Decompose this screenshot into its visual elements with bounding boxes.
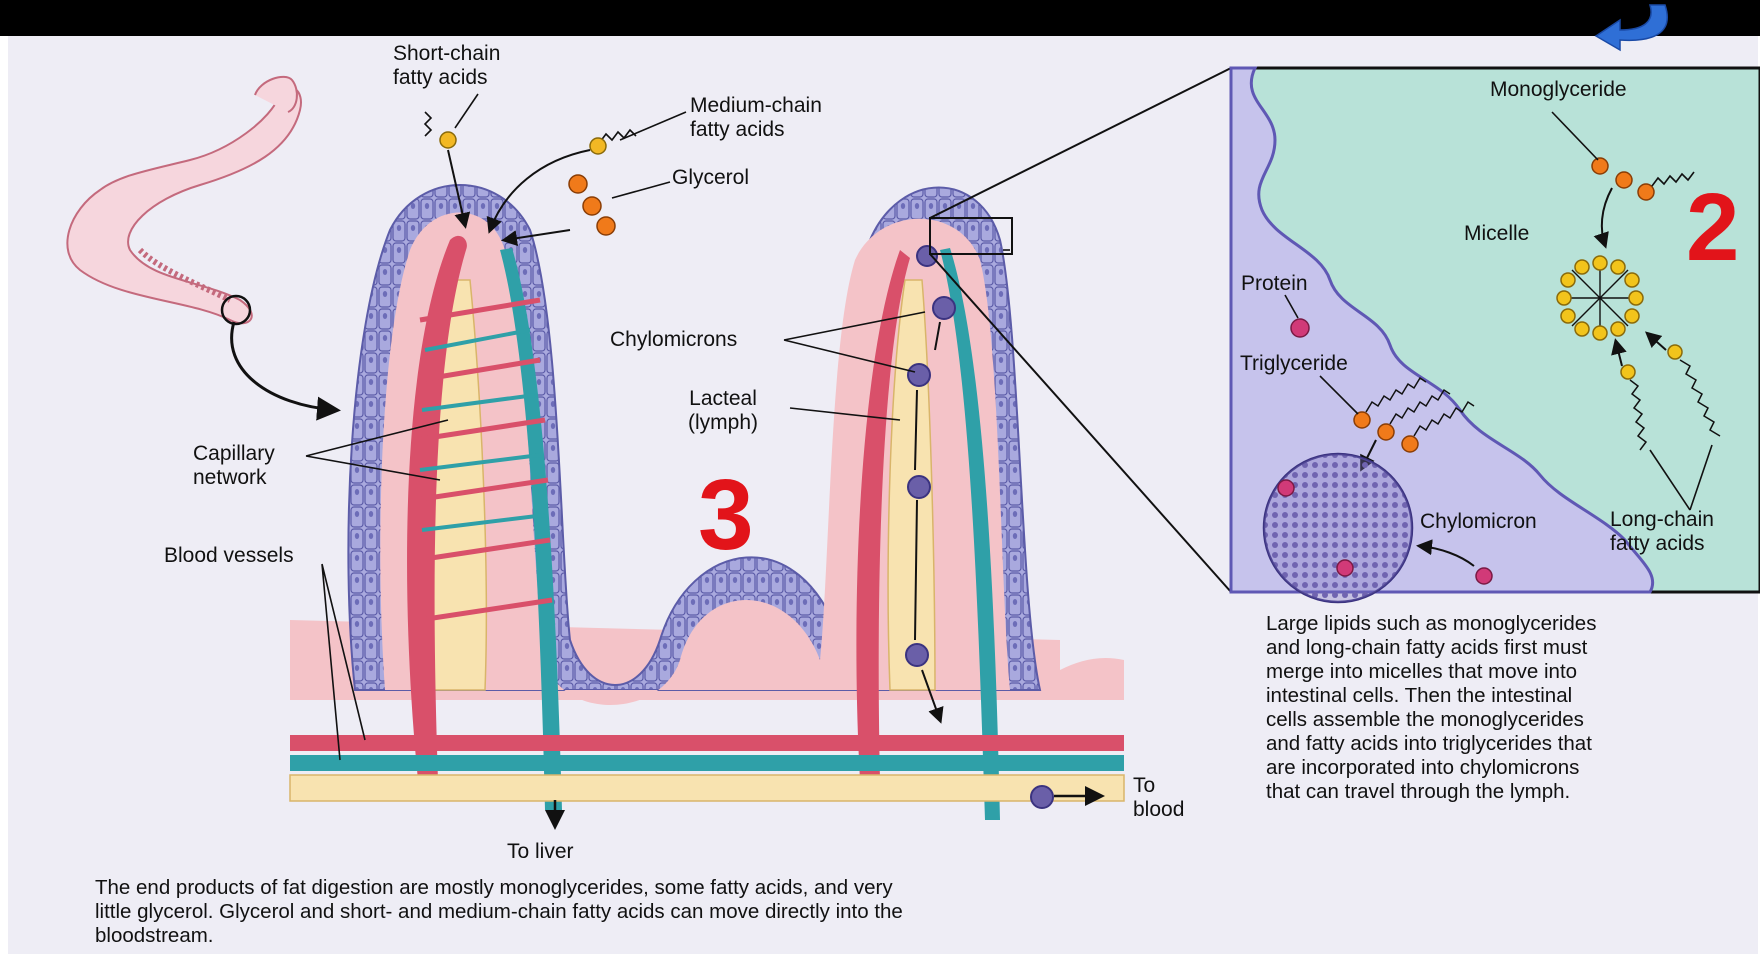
label-chylomicron: Chylomicron xyxy=(1420,510,1537,534)
label-short-chain-fatty-acids: Short-chain fatty acids xyxy=(393,42,500,90)
step-marker-2: 2 xyxy=(1686,178,1739,278)
label-blood-vessels: Blood vessels xyxy=(164,544,294,568)
label-long-chain-fatty-acids: Long-chain fatty acids xyxy=(1610,508,1714,556)
inset-caption: Large lipids such as monoglycerides and … xyxy=(1266,612,1736,804)
label-monoglyceride: Monoglyceride xyxy=(1490,78,1627,102)
label-micelle: Micelle xyxy=(1464,222,1529,246)
label-medium-chain-fatty-acids: Medium-chain fatty acids xyxy=(690,94,822,142)
figure-caption: The end products of fat digestion are mo… xyxy=(95,876,1235,948)
stomach-illustration xyxy=(67,77,335,410)
label-chylomicrons: Chylomicrons xyxy=(610,328,737,352)
step-marker-3: 3 xyxy=(698,460,754,570)
label-capillary-network: Capillary network xyxy=(193,442,275,490)
label-to-liver: To liver xyxy=(507,840,574,864)
label-to-blood: To blood xyxy=(1133,774,1184,822)
label-triglyceride: Triglyceride xyxy=(1240,352,1348,376)
label-protein: Protein xyxy=(1241,272,1308,296)
curved-back-arrow-icon[interactable] xyxy=(1596,5,1667,50)
label-glycerol: Glycerol xyxy=(672,166,749,190)
label-lacteal: Lacteal (lymph) xyxy=(688,387,758,435)
